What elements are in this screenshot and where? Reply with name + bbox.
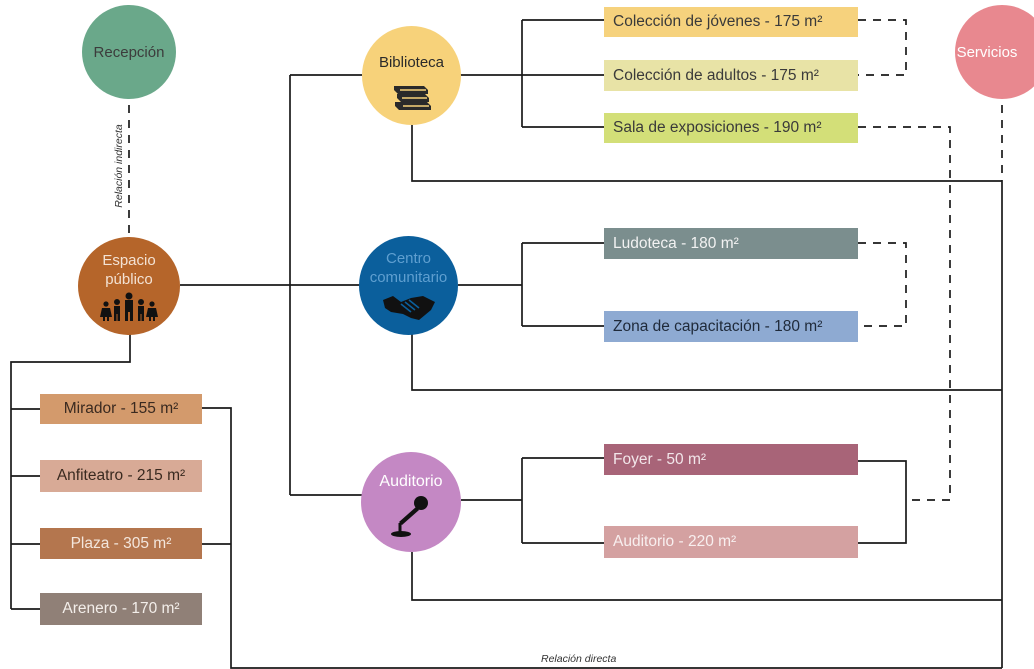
direct-line xyxy=(858,460,907,544)
node-servicios: Servicios xyxy=(955,5,1034,99)
node-auditorio: Auditorio xyxy=(361,452,461,552)
node-label: Espacio xyxy=(102,252,156,269)
direct-line xyxy=(11,408,40,610)
direct-line xyxy=(10,333,131,609)
node-label: Servicios xyxy=(956,44,1018,61)
direct-line xyxy=(521,242,604,327)
node-label: Biblioteca xyxy=(378,54,445,71)
node-recepcion: Recepción xyxy=(82,5,176,99)
space-anfiteatro: Anfiteatro - 215 m² xyxy=(40,460,202,492)
direct-line xyxy=(411,334,1002,391)
people-icon xyxy=(100,292,158,321)
books-icon xyxy=(393,86,431,110)
node-centro-comunitario: Centro comunitario xyxy=(359,236,458,335)
node-label: Recepción xyxy=(93,44,165,61)
indirect-line xyxy=(858,19,907,76)
node-espacio-publico: Espacio público xyxy=(78,237,180,335)
space-mirador: Mirador - 155 m² xyxy=(40,394,202,424)
direct-line xyxy=(522,19,604,128)
direct-line xyxy=(411,125,1002,182)
handshake-icon xyxy=(382,296,435,320)
relacion-indirecta-label: Relación indirecta xyxy=(113,124,125,208)
direct-line xyxy=(411,552,1002,601)
space-sala-exposiciones: Sala de exposiciones - 190 m² xyxy=(604,113,858,143)
node-label: comunitario xyxy=(369,269,448,286)
space-zona-capacitacion: Zona de capacitación - 180 m² xyxy=(604,311,858,342)
space-coleccion-jovenes: Colección de jóvenes - 175 m² xyxy=(604,7,858,37)
indirect-line xyxy=(858,126,951,501)
space-auditorio-sala: Auditorio - 220 m² xyxy=(604,526,858,558)
space-foyer: Foyer - 50 m² xyxy=(604,444,858,475)
space-ludoteca: Ludoteca - 180 m² xyxy=(604,228,858,259)
node-label: Centro xyxy=(385,250,432,267)
indirect-line xyxy=(858,242,907,327)
space-plaza: Plaza - 305 m² xyxy=(40,528,202,559)
space-arenero: Arenero - 170 m² xyxy=(40,593,202,625)
relacion-directa-label: Relación directa xyxy=(541,653,617,665)
space-coleccion-adultos: Colección de adultos - 175 m² xyxy=(604,60,858,91)
direct-line xyxy=(521,457,604,544)
microphone-icon xyxy=(391,496,428,537)
direct-line xyxy=(202,407,1002,669)
node-label: público xyxy=(105,271,153,288)
node-biblioteca: Biblioteca xyxy=(362,26,461,125)
node-label: Auditorio xyxy=(379,473,443,490)
